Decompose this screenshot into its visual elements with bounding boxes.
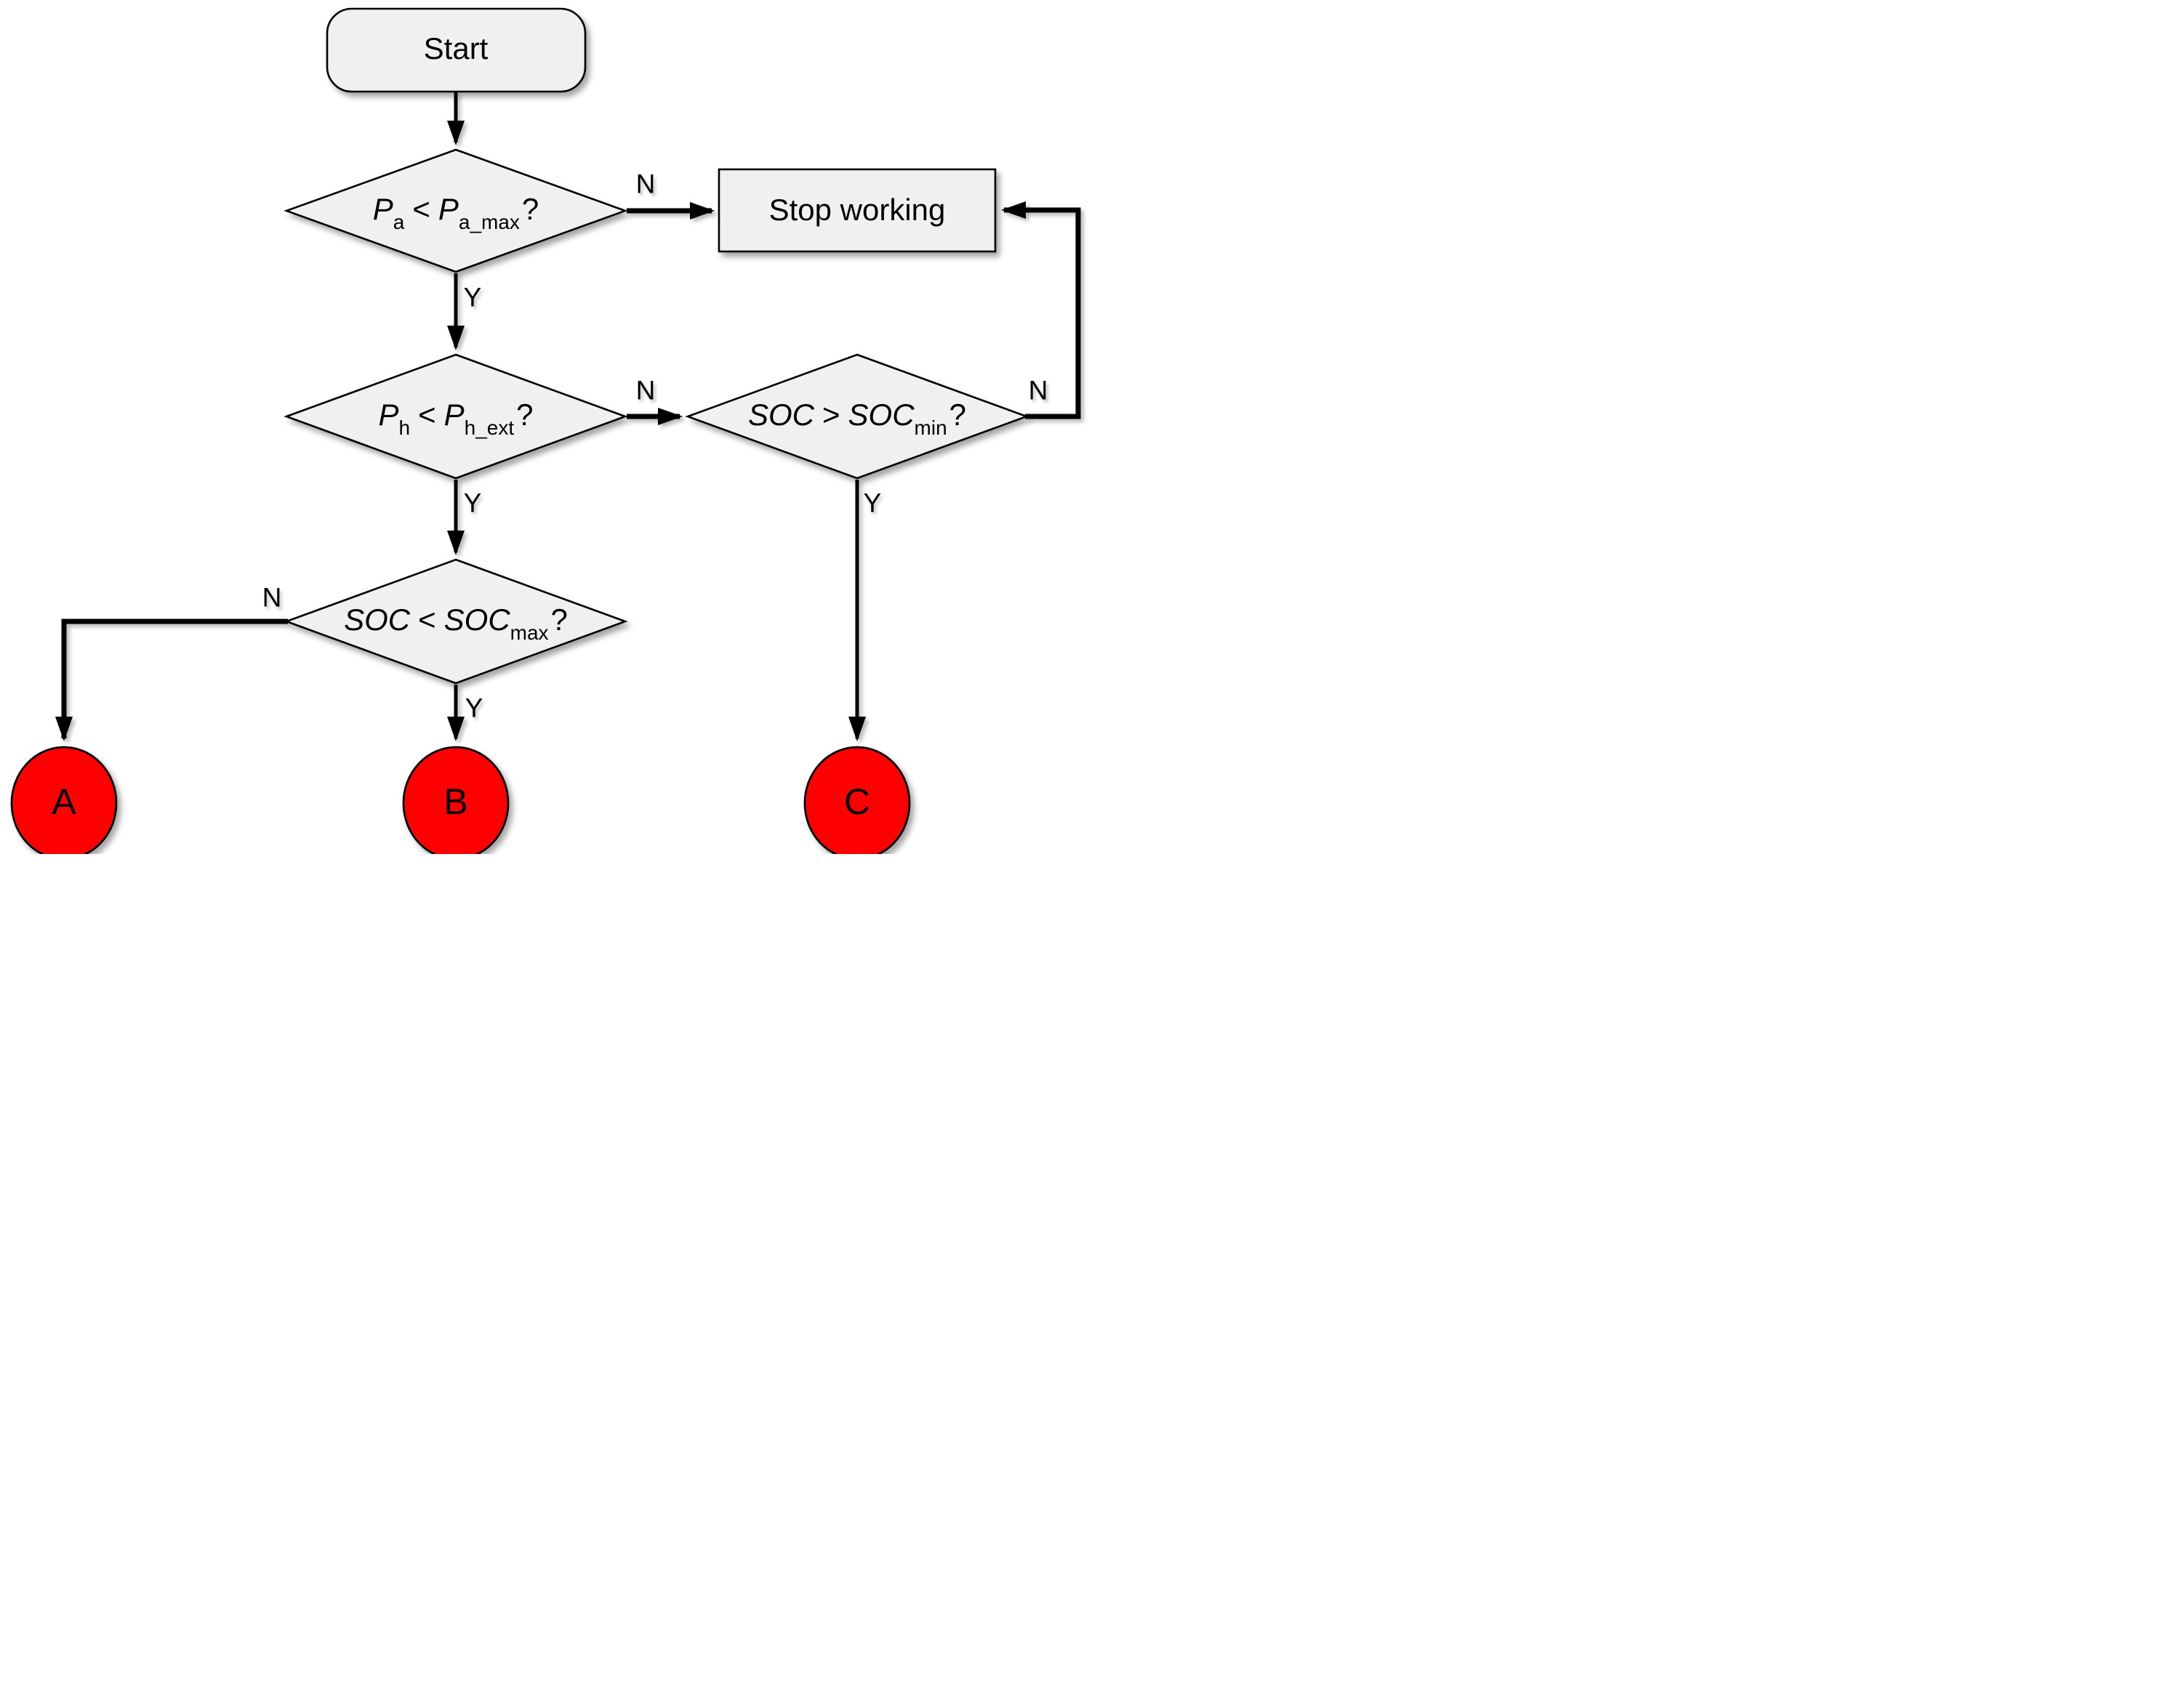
edge-d4-n-to-a [55, 619, 288, 741]
start-node-shape [326, 7, 587, 93]
terminal-b-shape [402, 746, 510, 854]
edge-label-d1-n: N [635, 169, 656, 199]
decision-1-var1: P [372, 192, 393, 226]
decision-3-sub2: min [914, 416, 947, 439]
terminal-c-shape [803, 746, 911, 854]
edge-label-d4-n: N [262, 582, 282, 613]
edge-label-d4-y: Y [465, 693, 483, 723]
flowchart-svg [10, 7, 1081, 854]
decision-4-shape [284, 558, 628, 685]
terminal-a-label: A [52, 781, 76, 822]
decision-2-operator: < [418, 398, 436, 432]
stop-node-label: Stop working [768, 193, 946, 227]
decision-3-question-mark: ? [949, 398, 967, 432]
decision-3-var1: SOC [747, 398, 814, 432]
decision-1-question-mark: ? [521, 192, 539, 226]
decision-4-label: SOC<SOCmax? [344, 603, 568, 643]
decision-2-question-mark: ? [516, 398, 534, 432]
decision-2-var1: P [378, 398, 399, 432]
decision-3-operator: > [822, 398, 840, 432]
edge-label-d1-y: Y [463, 282, 482, 313]
decision-2-sub2: h_ext [464, 416, 515, 439]
edge-label-d3-y: Y [863, 488, 882, 518]
connectors [55, 92, 1081, 741]
decision-2-label: Ph<Ph_ext? [378, 398, 534, 438]
terminal-b-label: B [443, 781, 468, 822]
edge-label-d3-n: N [1028, 375, 1048, 406]
edge-d3-n-loop-to-stop [1001, 201, 1081, 419]
decision-4-operator: < [418, 603, 436, 637]
decision-2-var2: P [443, 398, 465, 432]
decision-1-sub1: a [393, 211, 405, 233]
decision-4-var1: SOC [344, 603, 411, 637]
decision-1-shape [284, 148, 628, 273]
decision-4-question-mark: ? [550, 603, 568, 637]
decision-4-sub2: max [510, 621, 549, 644]
terminal-c-label: C [843, 781, 871, 822]
start-node-label: Start [423, 31, 489, 65]
decision-3-var2: SOC [848, 398, 915, 432]
decision-2-sub1: h [398, 416, 411, 439]
decision-3-label: SOC>SOCmin? [747, 398, 967, 438]
edge-label-d2-n: N [635, 375, 656, 406]
shapes [10, 7, 1029, 854]
decision-1-label: Pa<Pa_max? [372, 192, 539, 233]
decision-1-sub2: a_max [458, 211, 520, 233]
decision-1-operator: < [412, 192, 430, 226]
decision-2-shape [284, 353, 628, 480]
terminal-a-shape [10, 746, 118, 854]
edge-label-d2-y: Y [463, 488, 482, 518]
decision-3-shape [685, 353, 1029, 480]
stop-node-shape [718, 168, 997, 253]
flowchart-canvas: Start Pa<Pa_max? Stop working Ph<Ph_ext?… [0, 0, 1090, 854]
decision-4-var2: SOC [443, 603, 510, 637]
decision-1-var2: P [438, 192, 459, 226]
